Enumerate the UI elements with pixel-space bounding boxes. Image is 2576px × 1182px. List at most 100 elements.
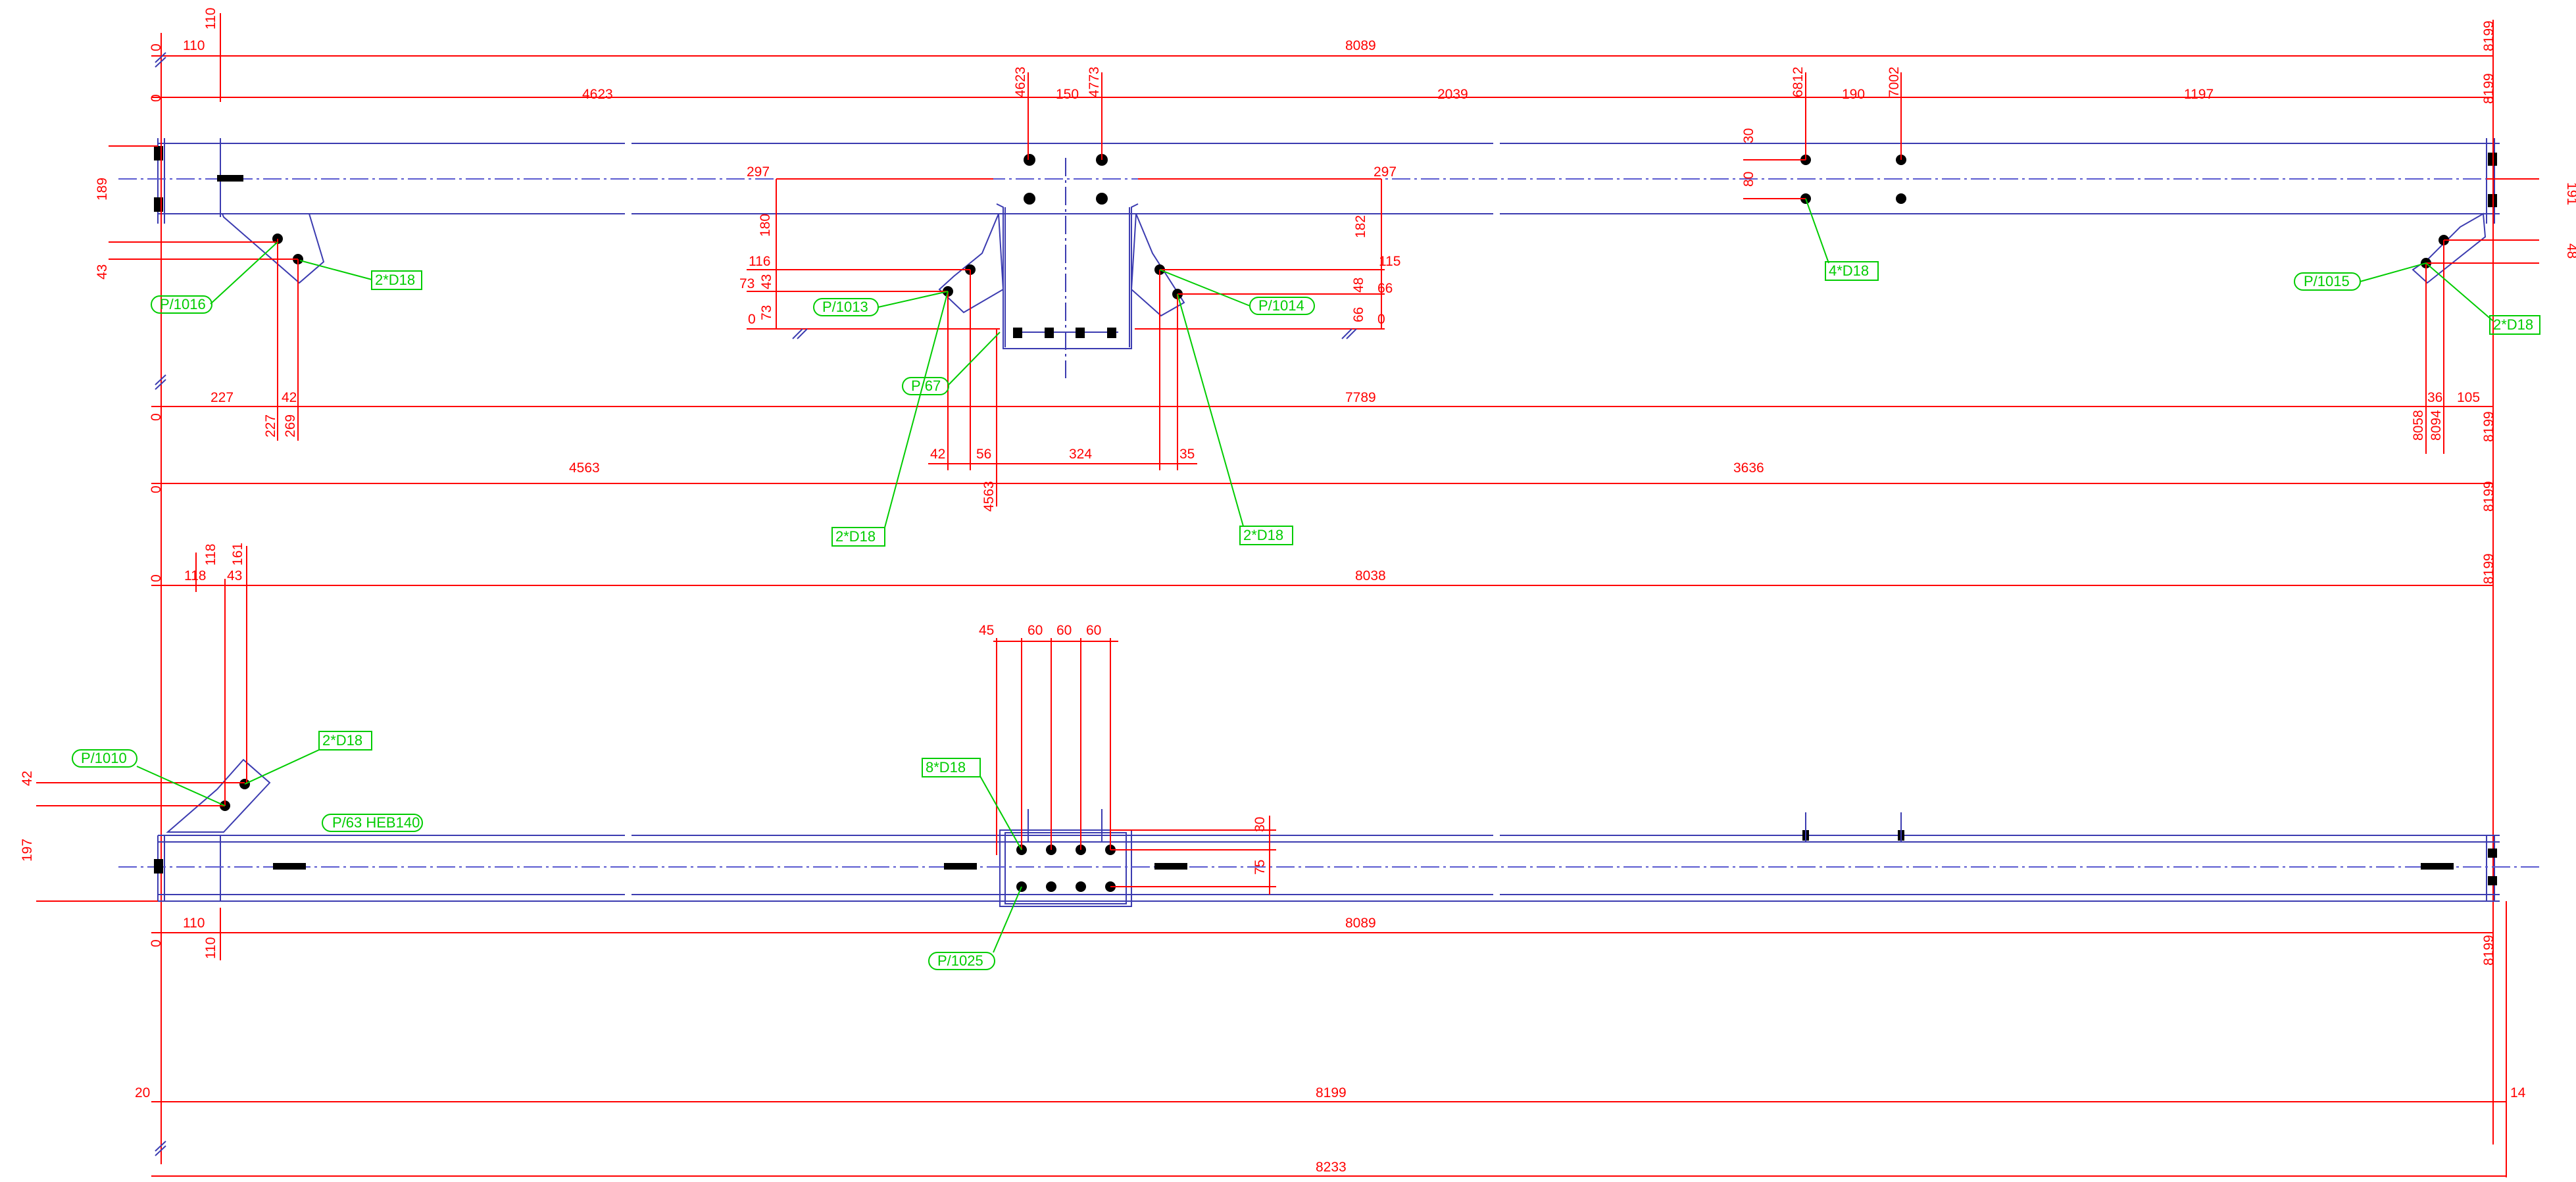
part-label: P/1015 [2304,273,2350,289]
dim-42: 42 [930,447,945,462]
dim-161: 161 [230,543,245,566]
top-view-dimension-lines [109,13,2539,1164]
dim-35: 35 [1179,447,1195,462]
dim-8199: 8199 [2481,935,2496,966]
dim-0: 0 [1377,312,1385,327]
side-view-callouts: P/1010 2*D18 P/63 HEB140 8*D18 P/1025 [72,731,1022,970]
dim-118: 118 [203,544,218,566]
side-view-gusset [166,758,271,833]
dim-66: 66 [1377,281,1393,296]
dim-0: 0 [149,413,164,421]
part-label: P/1025 [937,952,983,969]
dim-110: 110 [183,38,205,53]
dim-227: 227 [263,414,278,437]
dim-4563: 4563 [569,460,600,476]
dim-7002: 7002 [1887,66,1902,97]
dim-42: 42 [20,771,35,786]
dim-115: 115 [1379,254,1400,269]
side-view-bolts [154,779,2497,892]
dim-60: 60 [1086,623,1101,638]
dim-0: 0 [149,939,164,947]
dim-110: 110 [203,937,218,959]
dim-0: 0 [149,43,164,51]
part-label: P/1014 [1258,297,1304,314]
dim-4623: 4623 [582,87,613,102]
dim-56: 56 [976,447,991,462]
dim-4773: 4773 [1087,66,1102,97]
dim-20: 20 [135,1085,150,1100]
top-view-gusset-plates [221,212,2487,317]
bolt-group-label: 2*D18 [322,732,362,749]
top-view-bolts [154,146,2497,338]
dim-43: 43 [95,264,110,280]
dim-73: 73 [739,276,755,291]
bolt-group-label: 2*D18 [375,272,415,288]
dim-180: 180 [758,214,773,237]
dim-42: 42 [282,390,297,405]
dim-4623: 4623 [1013,66,1028,97]
dim-269: 269 [283,414,298,437]
dim-116: 116 [749,254,770,269]
dim-105: 105 [2457,390,2480,405]
side-view-dimensions: 0 118 161 118 43 8038 8199 45 60 60 60 4… [20,543,2526,1175]
dim-8233: 8233 [1316,1160,1347,1175]
dim-190: 190 [1842,87,1865,102]
dim-1197: 1197 [2184,87,2214,102]
dim-48: 48 [2564,243,2576,259]
dim-43: 43 [227,568,242,583]
dim-36: 36 [2427,390,2442,405]
dim-8199: 8199 [2481,411,2496,442]
dim-197: 197 [20,839,35,862]
dim-297: 297 [747,164,770,180]
dim-0: 0 [748,312,756,327]
dim-8199: 8199 [2481,20,2496,51]
dim-6812: 6812 [1791,66,1806,97]
dim-43: 43 [759,274,774,289]
dim-227: 227 [211,390,234,405]
part-label: P/1016 [160,296,206,312]
dim-66: 66 [1351,307,1366,322]
dim-297: 297 [1374,164,1397,180]
bolt-group-label: 2*D18 [1243,527,1283,543]
dim-14: 14 [2510,1085,2526,1100]
part-label: P/1013 [822,299,868,315]
dim-80: 80 [1741,172,1756,187]
dim-189: 189 [95,178,110,201]
dim-60: 60 [1056,623,1072,638]
dim-182: 182 [1353,215,1368,238]
dim-48: 48 [1351,278,1366,293]
part-label: P/63 HEB140 [332,814,420,831]
dim-7789: 7789 [1345,390,1376,405]
dim-45: 45 [979,623,994,638]
dim-2039: 2039 [1437,87,1468,102]
dim-324: 324 [1069,447,1092,462]
dim-0: 0 [149,574,164,582]
dim-110: 110 [203,8,218,30]
dim-8038: 8038 [1355,568,1386,583]
dim-8199: 8199 [1316,1085,1347,1100]
dim-191: 191 [2564,182,2576,205]
top-view-dimensions: 0 110 110 8089 8199 0 4623 4623 150 4773… [95,8,2576,512]
side-view-dimension-lines [36,546,2507,1177]
bolt-group-label: 4*D18 [1829,262,1869,279]
top-view-beam-outline [157,138,2500,224]
dim-30: 30 [1252,817,1268,832]
dim-8089: 8089 [1345,38,1376,53]
dim-110: 110 [183,916,205,931]
side-view-beam-outline [157,829,2500,907]
top-view-callouts: P/1016 2*D18 P/1013 P/67 2*D18 P/1014 2*… [151,198,2540,547]
dim-8058: 8058 [2411,410,2426,441]
dim-30: 30 [1741,128,1756,143]
top-view-column-plate [996,158,1139,378]
support-hatch-marks [155,52,1357,1156]
dim-0: 0 [149,94,164,102]
dim-118: 118 [184,568,206,583]
part-label: P/67 [911,378,941,394]
dim-8199: 8199 [2481,481,2496,512]
dim-75: 75 [1252,860,1268,875]
bolt-group-label: 2*D18 [2493,316,2533,333]
part-label: P/1010 [81,750,127,766]
dim-8094: 8094 [2429,410,2444,441]
dim-8199: 8199 [2481,73,2496,104]
